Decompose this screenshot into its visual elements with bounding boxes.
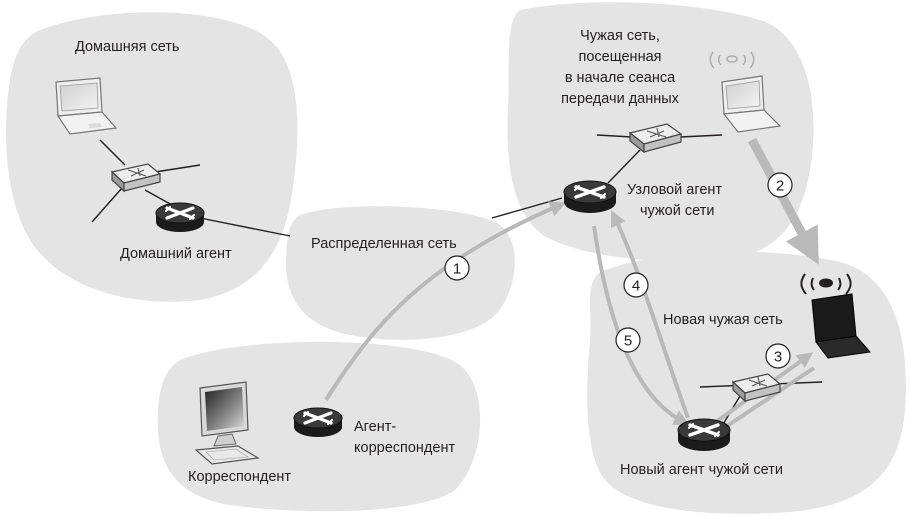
home-router-icon: [155, 202, 205, 232]
visited-network-label-line4: передачи данных: [561, 91, 680, 107]
step-2-number: 2: [776, 178, 784, 195]
correspondent-label: Корреспондент: [188, 469, 291, 485]
step-3-badge: 3: [765, 343, 791, 369]
anchor-router-icon: [563, 180, 617, 213]
home-switch-router-link: [144, 189, 173, 206]
new-wireless-icon: [800, 273, 852, 295]
visited-lan-right: [679, 134, 723, 138]
step-5-badge: 5: [615, 327, 641, 353]
home-agent-label: Домашний агент: [120, 246, 232, 262]
wan-anchor-link: [491, 197, 563, 219]
step-4-badge: 4: [623, 272, 649, 298]
flow-4-arrow: [610, 210, 690, 419]
step-4-number: 4: [632, 278, 640, 295]
home-switch-link-left: [91, 187, 123, 223]
home-laptop-link: [99, 139, 126, 166]
home-switch-icon: [110, 163, 162, 193]
visited-network-label-line3: в начале сеанса: [565, 70, 676, 86]
step-5-number: 5: [624, 333, 632, 350]
home-laptop-icon: [55, 77, 118, 135]
new-visited-network-label: Новая чужая сеть: [663, 312, 783, 328]
new-laptop-icon: [811, 293, 871, 359]
visited-wireless-icon: [709, 51, 755, 69]
correspondent-agent-router-icon: [293, 407, 343, 437]
correspondent-agent-label-line2: корреспондент: [354, 440, 455, 456]
home-network-label: Домашняя сеть: [75, 39, 179, 55]
flow-1-arrow: [324, 201, 566, 402]
visited-network-label-line1: Чужая сеть,: [580, 28, 660, 44]
step-2-badge: 2: [767, 172, 793, 198]
correspondent-agent-label-line1: Агент-: [354, 419, 396, 435]
step-3-number: 3: [774, 349, 782, 366]
correspondent-computer-icon: [194, 381, 260, 465]
visited-switch-icon: [628, 123, 683, 154]
wide-area-network-label: Распределенная сеть: [311, 236, 457, 252]
new-switch-icon: [731, 373, 782, 403]
anchor-agent-label-line1: Узловой агент: [627, 182, 722, 198]
step-1-number: 1: [453, 261, 461, 278]
home-router-wan-link: [199, 217, 291, 237]
wide-area-network-cloud: [285, 206, 515, 340]
visited-network-label-line2: посещенная: [579, 49, 662, 65]
visited-laptop-icon: [721, 75, 782, 133]
anchor-agent-label-line2: чужой сети: [640, 203, 714, 219]
new-foreign-agent-label: Новый агент чужой сети: [620, 462, 783, 478]
new-foreign-router-icon: [677, 418, 731, 451]
visited-switch-router-link: [607, 149, 641, 184]
home-switch-link-right: [154, 164, 201, 173]
visited-lan-left: [596, 134, 633, 138]
step-1-badge: 1: [444, 255, 470, 281]
